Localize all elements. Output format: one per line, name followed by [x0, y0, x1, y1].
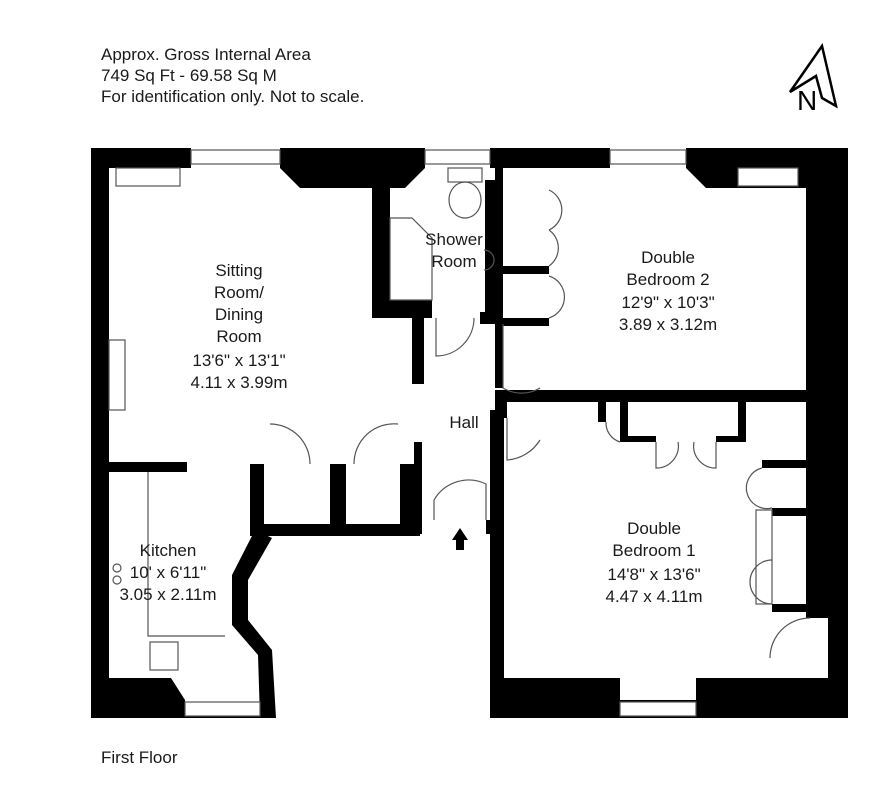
area-title: Approx. Gross Internal Area	[101, 45, 311, 64]
disclaimer: For identification only. Not to scale.	[101, 87, 365, 106]
north-label: N	[797, 85, 817, 116]
room-labels: Sitting Room/ Dining Room 13'6" x 13'1" …	[119, 230, 717, 606]
sitting-label-1: Sitting	[215, 261, 262, 280]
sitting-dims-imperial: 13'6" x 13'1"	[192, 351, 285, 370]
bed1-dims-imperial: 14'8" x 13'6"	[607, 565, 700, 584]
hall-label: Hall	[449, 413, 478, 432]
bed2-dims-metric: 3.89 x 3.12m	[619, 315, 717, 334]
kitchen-label: Kitchen	[140, 541, 197, 560]
bed1-dims-metric: 4.47 x 4.11m	[605, 587, 702, 606]
fittings	[108, 167, 811, 671]
bed2-label-1: Double	[641, 248, 695, 267]
bed1-label-1: Double	[627, 519, 681, 538]
sitting-dims-metric: 4.11 x 3.99m	[190, 373, 287, 392]
north-arrow-icon: N	[788, 42, 838, 116]
bed1-label-2: Bedroom 1	[612, 541, 695, 560]
walls	[91, 148, 848, 718]
area-info: Approx. Gross Internal Area 749 Sq Ft - …	[101, 44, 364, 107]
area-size: 749 Sq Ft - 69.58 Sq M	[101, 66, 277, 85]
sitting-label-2: Room/	[214, 283, 264, 302]
shower-label-2: Room	[431, 252, 476, 271]
bed2-label-2: Bedroom 2	[626, 270, 709, 289]
windows	[115, 149, 799, 717]
kitchen-dims-imperial: 10' x 6'11"	[130, 563, 206, 582]
sitting-label-4: Room	[216, 327, 261, 346]
entrance-arrow-icon	[452, 528, 468, 550]
kitchen-dims-metric: 3.05 x 2.11m	[119, 585, 216, 604]
shower-label-1: Shower	[425, 230, 483, 249]
bed2-dims-imperial: 12'9" x 10'3"	[621, 293, 714, 312]
floor-label: First Floor	[101, 748, 178, 767]
sitting-label-3: Dining	[215, 305, 263, 324]
